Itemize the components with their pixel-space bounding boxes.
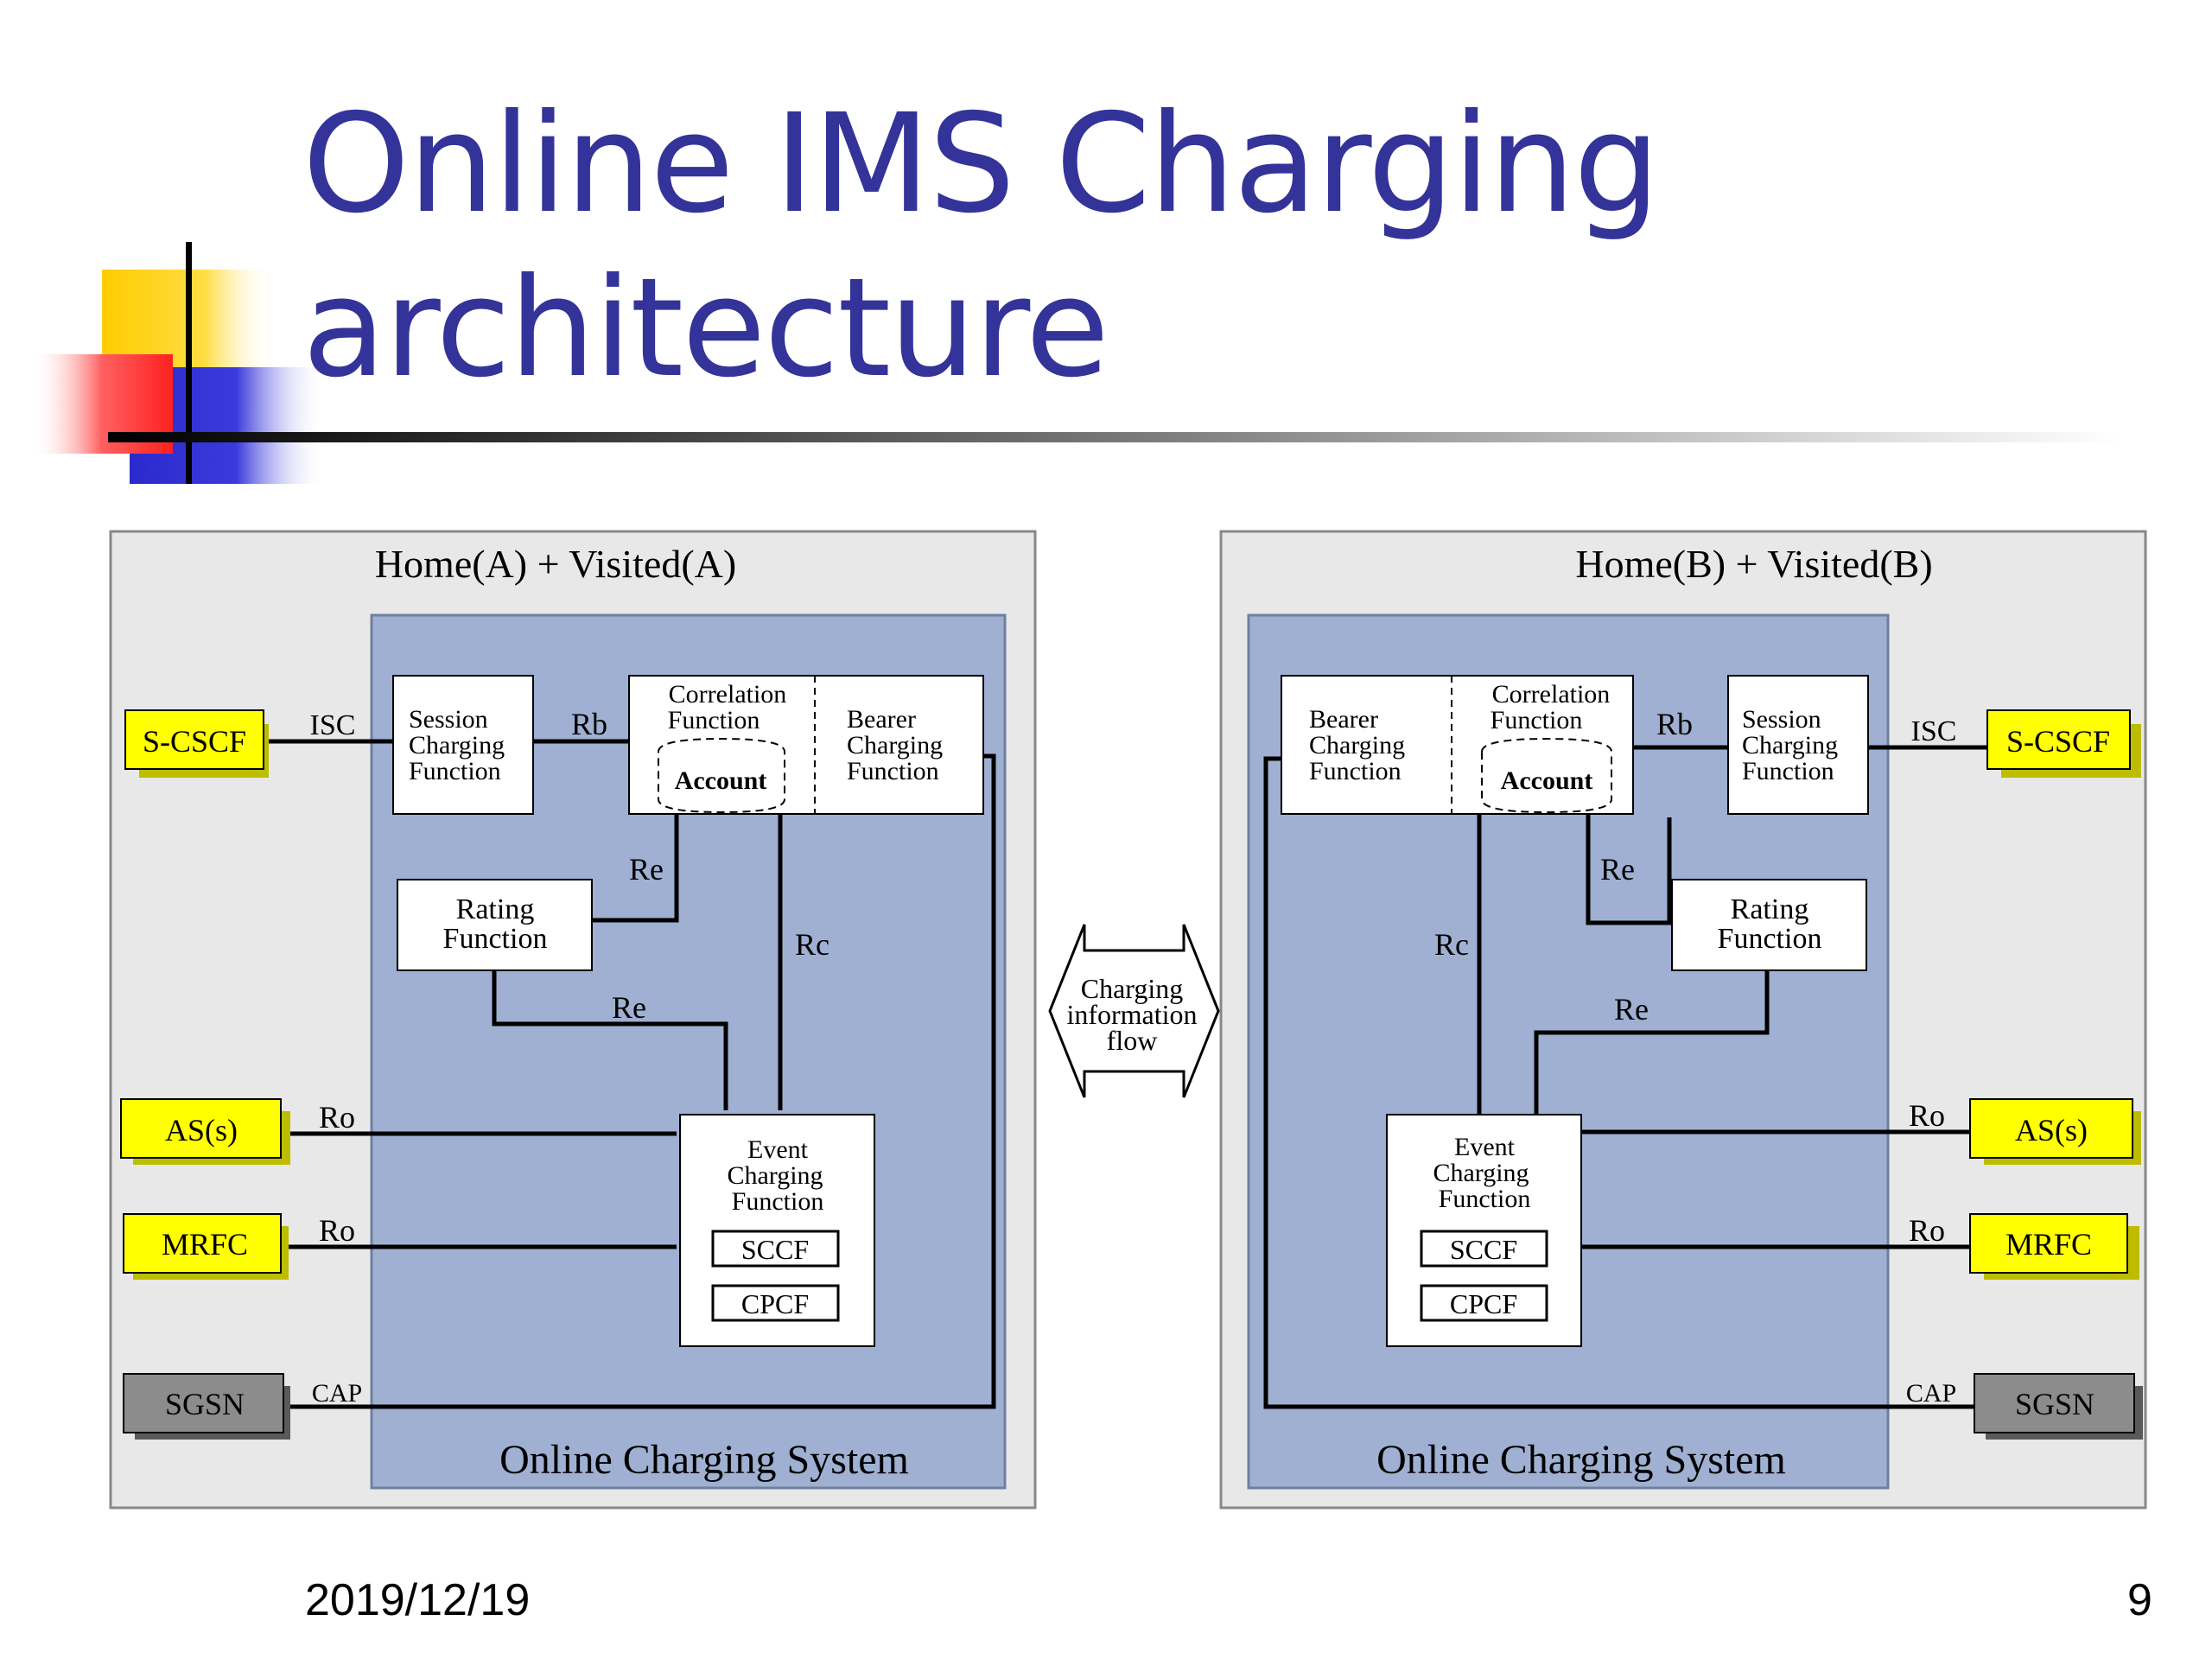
- bearer-correlation-box-right: Bearer Charging Function Correlation Fun…: [1281, 675, 1634, 815]
- sgsn-label-left: SGSN: [165, 1387, 245, 1421]
- re-bottom-label-right: Re: [1614, 992, 1649, 1027]
- event-line3-left: Function: [732, 1187, 824, 1216]
- session-charging-line2-left: Charging: [409, 731, 505, 760]
- bearer-line1-left: Bearer: [847, 705, 916, 734]
- rating-box-right: Rating Function: [1671, 879, 1867, 971]
- event-line1-right: Event: [1454, 1133, 1516, 1161]
- event-line2-left: Charging: [727, 1161, 823, 1190]
- as-box-right: AS(s): [1969, 1098, 2141, 1165]
- architecture-diagram: Home(A) + Visited(A) Online Charging Sys…: [109, 530, 2147, 1510]
- isc-label-right: ISC: [1911, 715, 1957, 747]
- ro-mrfc-label-right: Ro: [1909, 1213, 1945, 1248]
- rating-line1-left: Rating: [456, 893, 535, 925]
- rc-label-left: Rc: [795, 927, 830, 962]
- cap-label-right: CAP: [1906, 1379, 1956, 1408]
- slide-title: Online IMS Charging architecture: [302, 82, 1660, 410]
- cpcf-label-right: CPCF: [1450, 1288, 1517, 1319]
- ro-as-label-left: Ro: [319, 1100, 355, 1135]
- ocs-label-right: Online Charging System: [1376, 1437, 1786, 1483]
- re-top-label-right: Re: [1600, 852, 1635, 887]
- arrow-line1: Charging: [1081, 973, 1184, 1004]
- sgsn-box-left: SGSN: [123, 1373, 290, 1440]
- isc-label-left: ISC: [310, 709, 356, 741]
- sgsn-label-right: SGSN: [2015, 1387, 2094, 1421]
- session-charging-line3-left: Function: [409, 757, 501, 785]
- scscf-box-right: S-CSCF: [1986, 709, 2141, 778]
- sgsn-box-right: SGSN: [1974, 1373, 2143, 1440]
- session-charging-line2-right: Charging: [1742, 731, 1838, 760]
- session-charging-line1-left: Session: [409, 705, 488, 734]
- bearer-line2-right: Charging: [1309, 731, 1405, 760]
- session-charging-line1-right: Session: [1742, 705, 1821, 734]
- rb-label-right: Rb: [1656, 707, 1693, 741]
- ro-mrfc-label-left: Ro: [319, 1213, 355, 1248]
- scscf-label-right: S-CSCF: [2006, 724, 2110, 759]
- re-bottom-label-left: Re: [612, 990, 646, 1025]
- session-charging-line3-right: Function: [1742, 757, 1834, 785]
- arrow-line3: flow: [1107, 1025, 1158, 1056]
- event-line3-right: Function: [1439, 1185, 1531, 1213]
- mrfc-box-left: MRFC: [123, 1213, 289, 1280]
- event-charging-box-right: Event Charging Function SCCF CPCF: [1386, 1114, 1582, 1347]
- bearer-line1-right: Bearer: [1309, 705, 1378, 734]
- event-line1-left: Event: [747, 1135, 809, 1164]
- bearer-line3-right: Function: [1309, 757, 1402, 785]
- bearer-line3-left: Function: [847, 757, 939, 785]
- account-label-left: Account: [675, 766, 767, 795]
- ro-as-label-right: Ro: [1909, 1098, 1945, 1133]
- corner-decoration: [30, 242, 324, 484]
- correlation-line1-right: Correlation: [1492, 680, 1611, 709]
- title-line1: Online IMS Charging: [302, 85, 1660, 244]
- correlation-line2-left: Function: [668, 706, 760, 734]
- as-label-right: AS(s): [2015, 1113, 2088, 1147]
- event-charging-box-left: Event Charging Function SCCF CPCF: [679, 1114, 875, 1347]
- charging-flow-arrow: Charging information flow: [1048, 924, 1220, 1098]
- correlation-line1-left: Correlation: [669, 680, 787, 709]
- sccf-label-right: SCCF: [1450, 1234, 1517, 1265]
- connectors-right: [1263, 745, 1987, 1409]
- region-title-right: Home(B) + Visited(B): [1575, 542, 1932, 586]
- title-line2: architecture: [302, 249, 1109, 408]
- arrow-line2: information: [1066, 999, 1197, 1030]
- connectors-left: [264, 739, 996, 1409]
- region-title-left: Home(A) + Visited(A): [375, 542, 736, 586]
- event-line2-right: Charging: [1433, 1159, 1529, 1187]
- slide-page-number: 9: [2127, 1575, 2152, 1625]
- correlation-line2-right: Function: [1491, 706, 1583, 734]
- rc-label-right: Rc: [1434, 927, 1469, 962]
- as-box-left: AS(s): [120, 1098, 290, 1165]
- rb-label-left: Rb: [571, 707, 607, 741]
- mrfc-label-right: MRFC: [2005, 1227, 2092, 1262]
- sccf-label-left: SCCF: [741, 1234, 809, 1265]
- scscf-label-left: S-CSCF: [143, 724, 246, 759]
- correlation-bearer-box-left: Correlation Function Account Bearer Char…: [628, 675, 984, 815]
- bearer-line2-left: Charging: [847, 731, 943, 760]
- slide-date: 2019/12/19: [305, 1575, 531, 1625]
- title-underline: [108, 432, 2121, 442]
- account-label-right: Account: [1501, 766, 1593, 795]
- scscf-box-left: S-CSCF: [124, 709, 269, 778]
- ocs-label-left: Online Charging System: [499, 1437, 909, 1483]
- rating-line2-right: Function: [1718, 923, 1822, 955]
- rating-line2-left: Function: [443, 923, 548, 955]
- cpcf-label-left: CPCF: [741, 1288, 809, 1319]
- mrfc-box-right: MRFC: [1969, 1213, 2139, 1280]
- re-top-label-left: Re: [629, 852, 664, 887]
- cap-label-left: CAP: [312, 1379, 362, 1408]
- rating-box-left: Rating Function: [397, 879, 593, 971]
- session-charging-box-right: Session Charging Function: [1727, 675, 1869, 815]
- mrfc-label-left: MRFC: [162, 1227, 248, 1262]
- rating-line1-right: Rating: [1731, 893, 1809, 925]
- session-charging-box-left: Session Charging Function: [392, 675, 534, 815]
- as-label-left: AS(s): [165, 1113, 238, 1147]
